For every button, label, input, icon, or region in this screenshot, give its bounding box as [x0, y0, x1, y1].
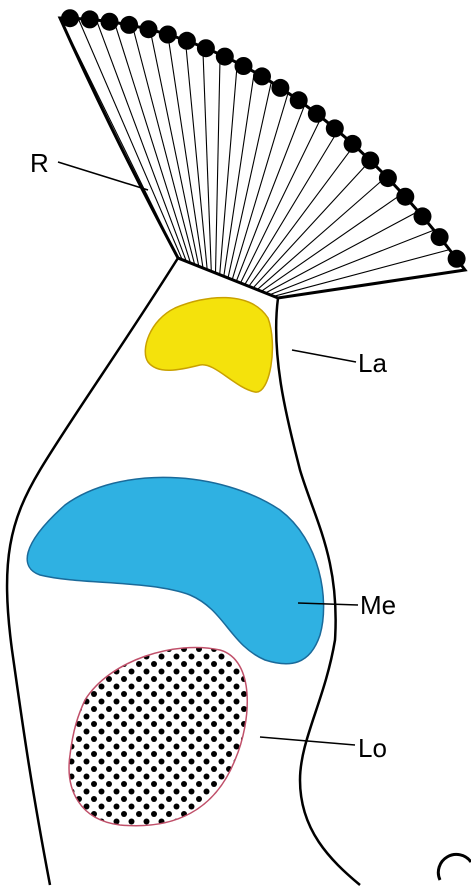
ommatidium-cap — [396, 188, 414, 206]
ommatidium-cap — [361, 152, 379, 170]
medulla — [27, 477, 323, 663]
lamina — [145, 298, 272, 393]
ommatidium-cap — [120, 16, 138, 34]
ommatidium-cap — [448, 250, 466, 268]
ommatidium-cap — [81, 10, 99, 28]
ommatidium-cap — [326, 119, 344, 137]
ommatidium-cap — [308, 105, 326, 123]
leader-line-la — [292, 350, 356, 362]
ommatidium-cap — [290, 91, 308, 109]
ommatidium-cap — [61, 9, 79, 27]
label-la: La — [358, 348, 387, 378]
label-r: R — [30, 148, 49, 178]
ommatidium-cap — [271, 79, 289, 97]
ommatidium-cap — [178, 32, 196, 50]
page-mark-circle — [438, 854, 471, 880]
ommatidium-cap — [379, 169, 397, 187]
ommatidium-cap — [344, 135, 362, 153]
label-lo: Lo — [358, 733, 387, 763]
ommatidium-cap — [101, 13, 119, 31]
ommatidium-cap — [253, 67, 271, 85]
ommatidium-cap — [414, 207, 432, 225]
lobula — [69, 647, 247, 825]
ommatidium-cap — [431, 228, 449, 246]
ommatidium-cap — [140, 20, 158, 38]
ommatidium-cap — [235, 57, 253, 75]
label-me: Me — [360, 590, 396, 620]
ommatidium-cap — [216, 48, 234, 66]
ommatidium-cap — [159, 26, 177, 44]
retina — [60, 9, 466, 298]
ommatidium-cap — [197, 39, 215, 57]
